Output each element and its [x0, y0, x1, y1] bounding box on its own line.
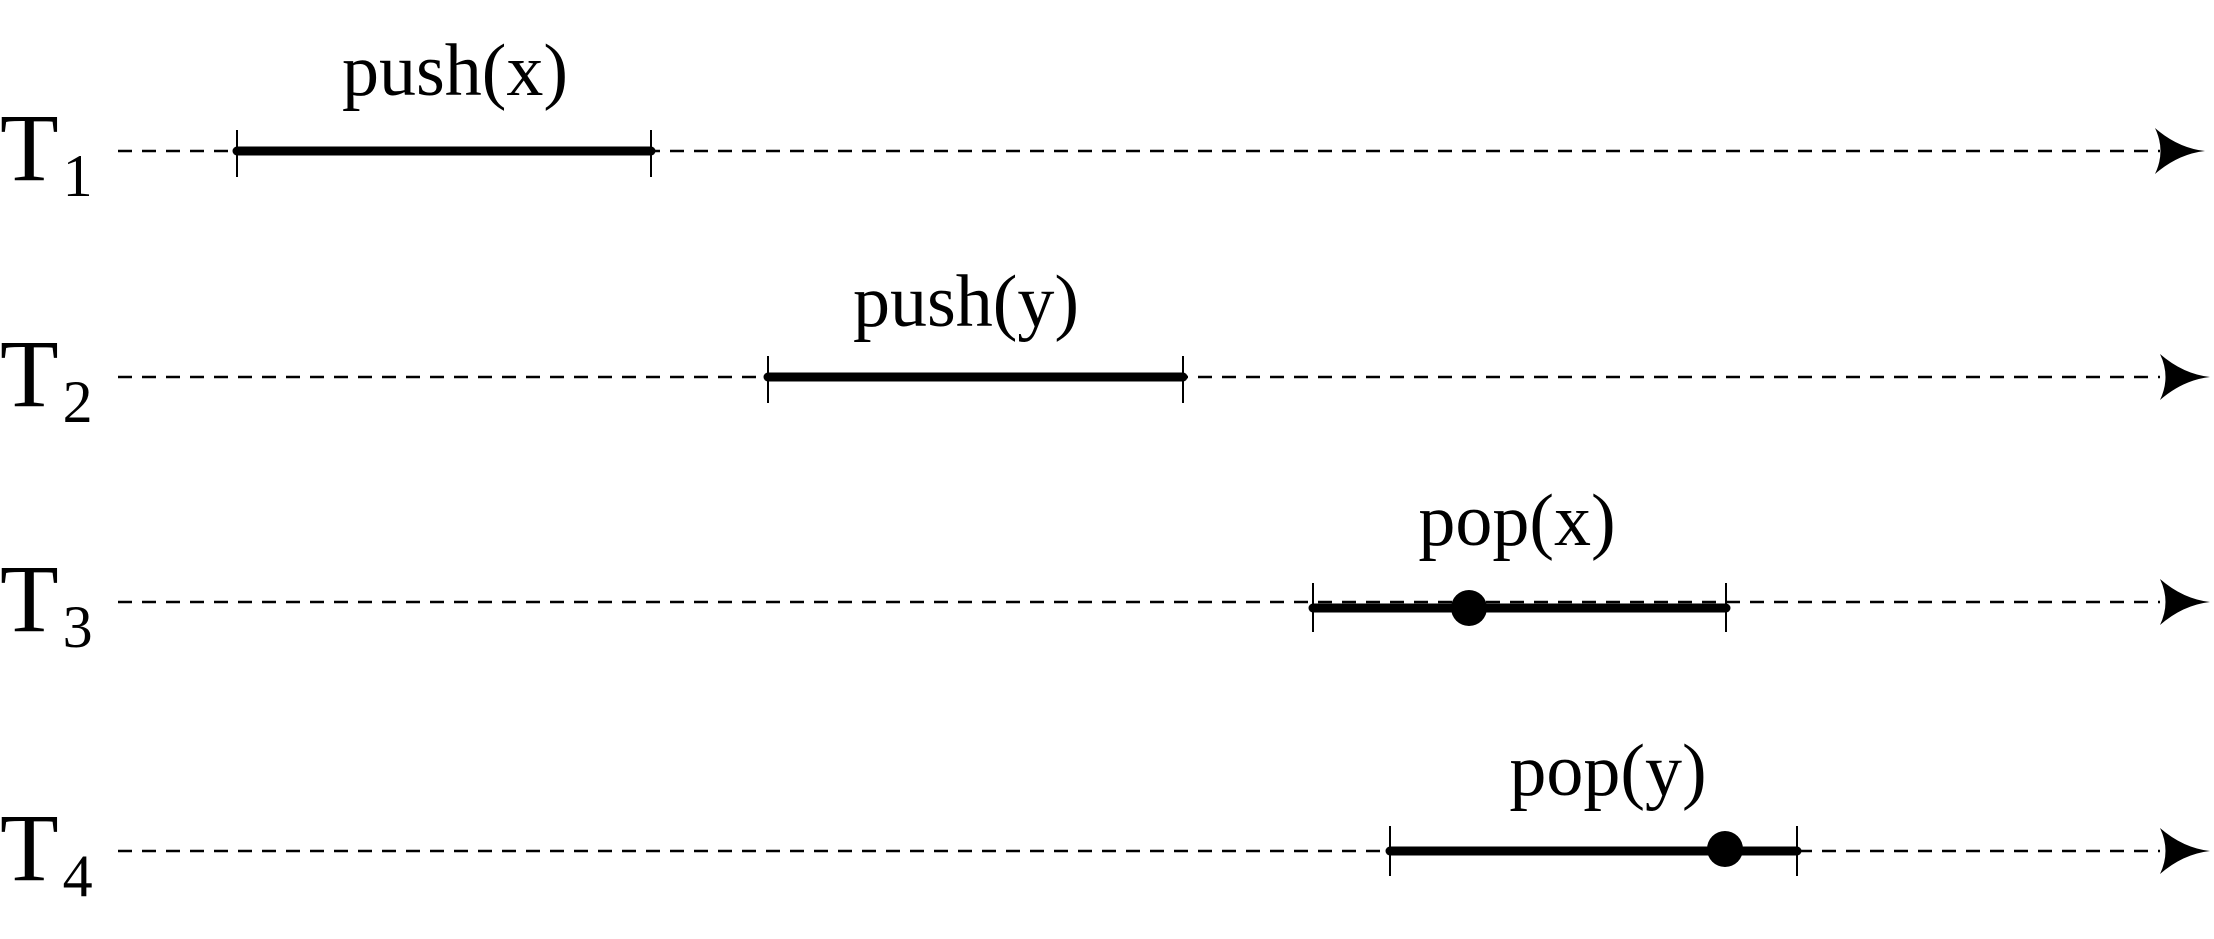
- thread-3-operation-label: pop(x): [1418, 480, 1615, 562]
- thread-row-3: T3 pop(x): [0, 480, 2210, 660]
- thread-3-linearization-point: [1451, 590, 1487, 626]
- thread-1-subscript: 1: [63, 143, 93, 209]
- thread-1-arrowhead: [2155, 128, 2205, 174]
- thread-4-linearization-point: [1707, 831, 1743, 867]
- thread-4-subscript: 4: [63, 843, 93, 909]
- thread-3-subscript: 3: [63, 594, 93, 660]
- svg-text:T3: T3: [0, 545, 93, 660]
- thread-row-4: T4 pop(y): [0, 730, 2210, 909]
- thread-4-name: T: [0, 794, 59, 901]
- thread-4-arrowhead: [2160, 828, 2210, 874]
- thread-1-operation-label: push(x): [342, 30, 568, 112]
- thread-3-name: T: [0, 545, 59, 652]
- thread-4-operation-label: pop(y): [1509, 730, 1706, 812]
- thread-1-name: T: [0, 94, 59, 201]
- svg-text:T2: T2: [0, 320, 93, 435]
- thread-2-operation-label: push(y): [853, 261, 1079, 343]
- svg-text:T4: T4: [0, 794, 93, 909]
- svg-text:T1: T1: [0, 94, 93, 209]
- thread-row-1: T1 push(x): [0, 30, 2205, 209]
- thread-2-subscript: 2: [63, 369, 93, 435]
- thread-2-name: T: [0, 320, 59, 427]
- thread-row-2: T2 push(y): [0, 261, 2210, 435]
- thread-2-arrowhead: [2160, 354, 2210, 400]
- thread-3-arrowhead: [2160, 579, 2210, 625]
